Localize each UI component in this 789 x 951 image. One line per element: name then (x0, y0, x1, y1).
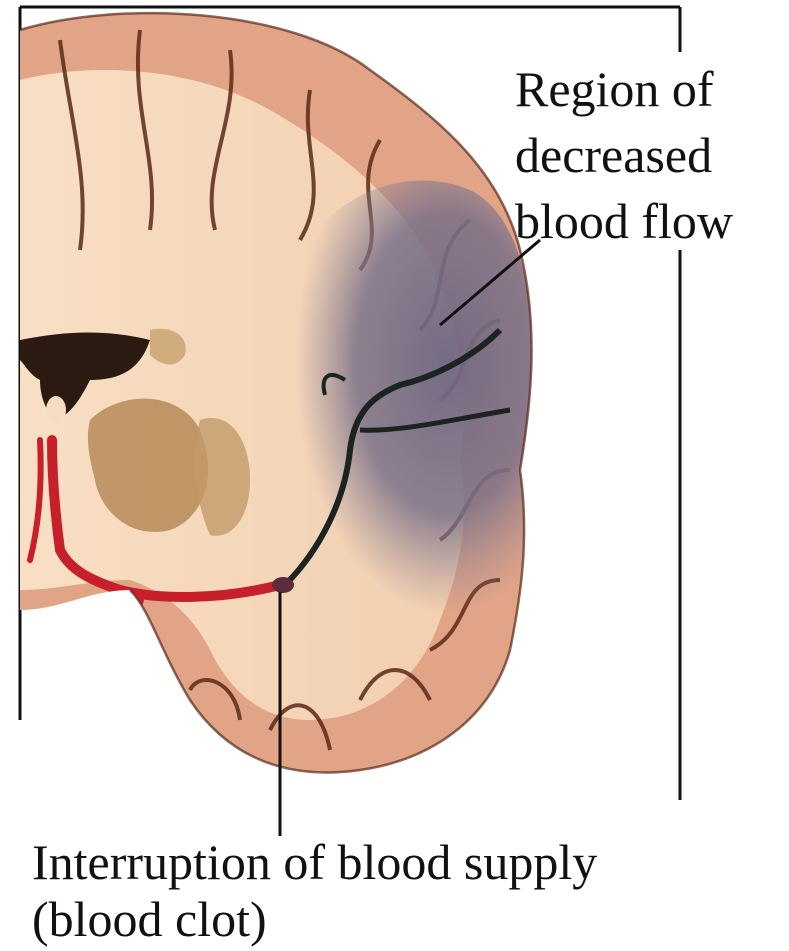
blood-clot (272, 577, 294, 593)
label-interruption-blood-supply: Interruption of blood supply (blood clot… (32, 837, 597, 951)
label-region-line1: Region of (515, 64, 775, 130)
label-interrupt-line1: Interruption of blood supply (32, 837, 597, 894)
label-decreased-blood-flow: Region of decreased blood flow (515, 64, 775, 262)
label-interrupt-line2: (blood clot) (32, 894, 597, 951)
label-region-line2: decreased (515, 130, 775, 196)
third-ventricle (46, 396, 66, 424)
label-region-line3: blood flow (515, 196, 775, 262)
lenticulostriate-artery (105, 600, 140, 690)
